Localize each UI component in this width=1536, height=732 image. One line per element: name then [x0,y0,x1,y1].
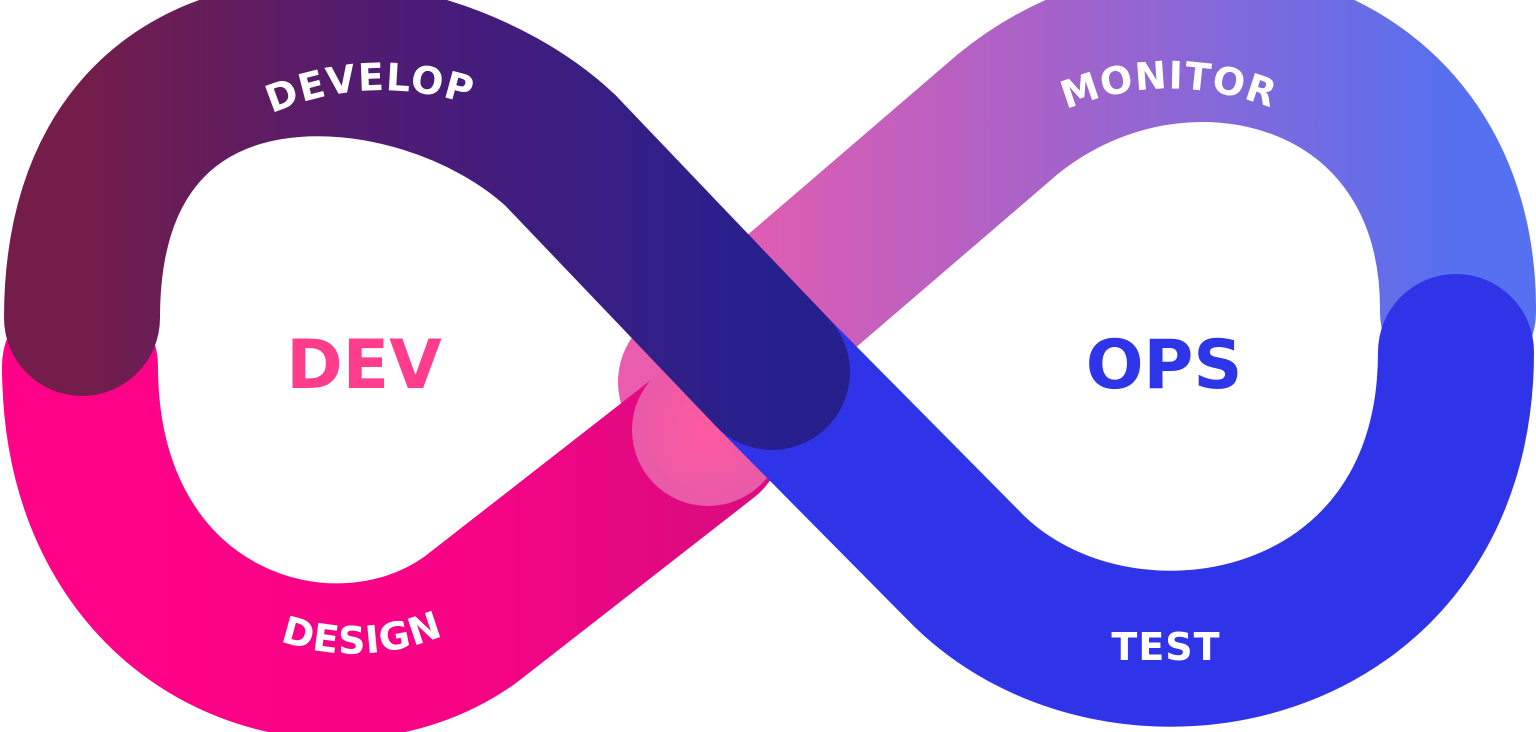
develop-segment [4,0,850,450]
design-segment [2,288,784,732]
test-segment [694,274,1534,727]
dev-center-label: DEV [286,326,442,405]
monitor-segment [618,0,1536,460]
ops-center-label: OPS [1086,326,1243,405]
test-label: TEST [1111,625,1220,669]
